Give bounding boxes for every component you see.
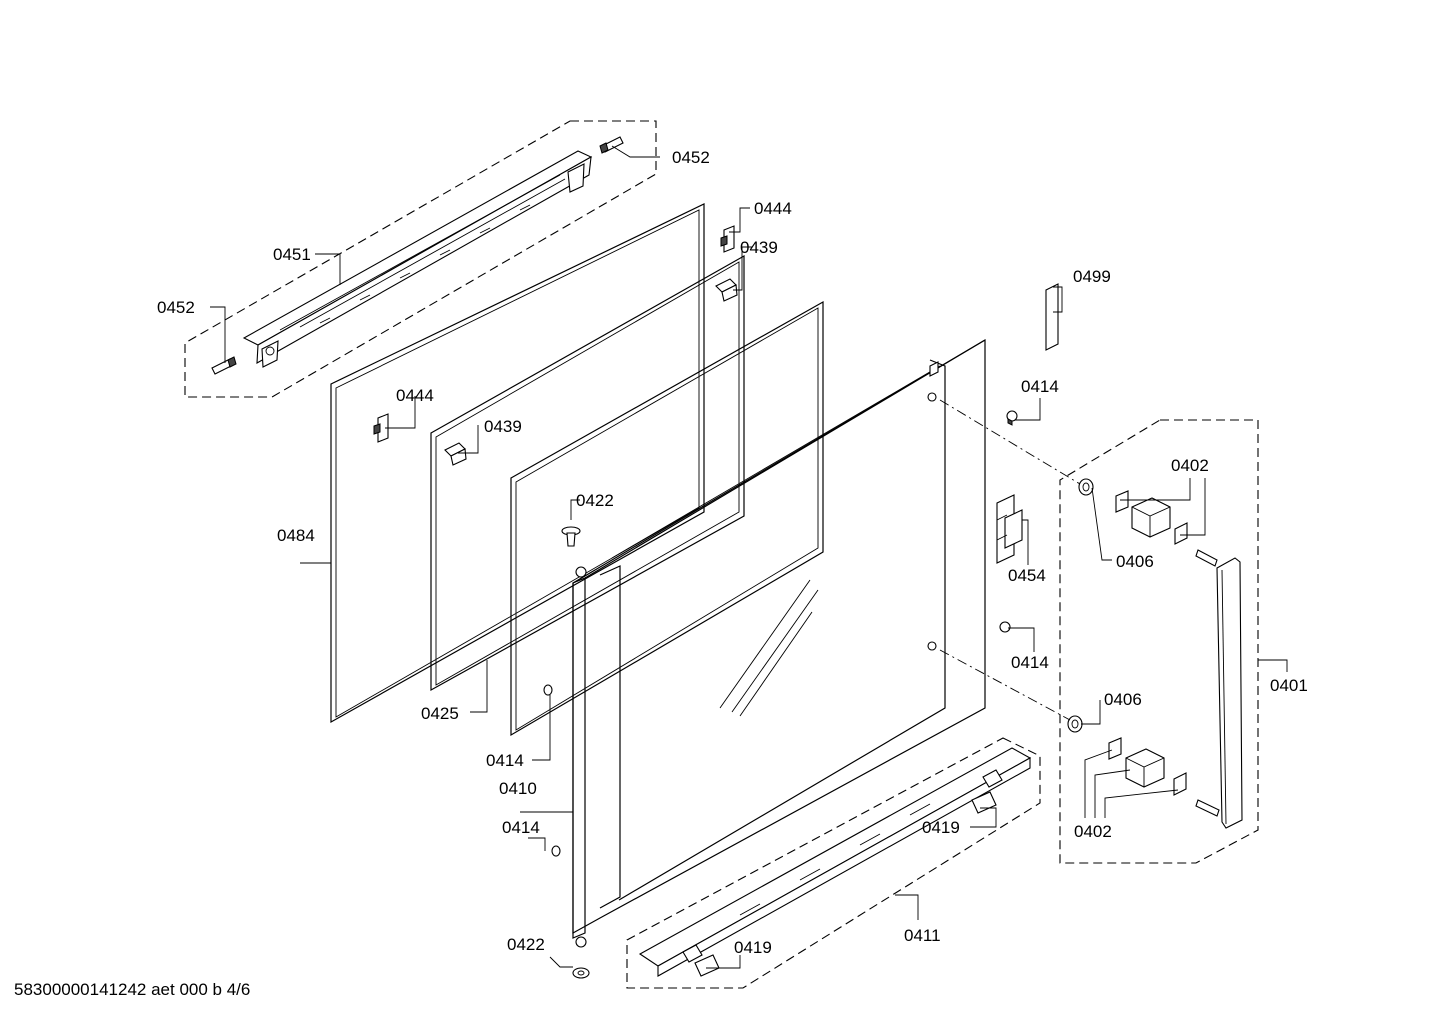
rating-label-part bbox=[1045, 283, 1059, 351]
bottom-trim-part bbox=[638, 747, 1032, 977]
callout-0444-left: 0444 bbox=[396, 386, 434, 405]
leader-lines bbox=[210, 145, 1288, 969]
alignment-line-bottom bbox=[939, 649, 1071, 721]
screw-mid-part bbox=[561, 526, 581, 547]
callout-0406-top: 0406 bbox=[1116, 552, 1154, 571]
callout-0402-top: 0402 bbox=[1171, 456, 1209, 475]
inner-glass-pane bbox=[510, 300, 824, 737]
callout-0451: 0451 bbox=[273, 245, 311, 264]
callout-0414-low: 0414 bbox=[502, 818, 540, 837]
group-outline-top-trim bbox=[184, 120, 657, 398]
callout-0419-right: 0419 bbox=[922, 818, 960, 837]
callout-labels: 0452 0451 0452 0444 0439 0499 0444 0439 … bbox=[157, 148, 1308, 957]
bushing-0414-top bbox=[1006, 410, 1018, 426]
callout-0439-top: 0439 bbox=[740, 238, 778, 257]
pin-left-part bbox=[211, 356, 237, 375]
spacer-0406-bottom bbox=[1067, 715, 1083, 733]
callout-0484: 0484 bbox=[277, 526, 315, 545]
callout-0425: 0425 bbox=[421, 704, 459, 723]
hinge-block-part bbox=[996, 494, 1023, 564]
callout-0452-top: 0452 bbox=[672, 148, 710, 167]
callout-0452-left: 0452 bbox=[157, 298, 195, 317]
drawing-code-footer: 58300000141242 aet 000 b 4/6 bbox=[14, 980, 251, 999]
mount-0402-top bbox=[1115, 490, 1188, 545]
callout-0422-mid: 0422 bbox=[576, 491, 614, 510]
spacer-0406-top bbox=[1078, 478, 1094, 496]
callout-0419-bottom: 0419 bbox=[734, 938, 772, 957]
group-outline-handle bbox=[1059, 419, 1259, 864]
callout-0454: 0454 bbox=[1008, 566, 1046, 585]
callout-0414-right: 0414 bbox=[1011, 653, 1049, 672]
callout-0439-left: 0439 bbox=[484, 417, 522, 436]
alignment-line-top bbox=[939, 399, 1081, 485]
callout-0402-bottom: 0402 bbox=[1074, 822, 1112, 841]
callout-0414-mid: 0414 bbox=[486, 751, 524, 770]
bracket-0419-bottom bbox=[694, 954, 720, 977]
callout-0406-bottom: 0406 bbox=[1104, 690, 1142, 709]
mount-0402-bottom bbox=[1108, 737, 1187, 796]
callout-0410: 0410 bbox=[499, 779, 537, 798]
door-frame-part bbox=[572, 338, 986, 948]
bushing-0414-right bbox=[999, 621, 1011, 633]
group-outline-bottom-trim bbox=[626, 737, 1041, 989]
door-top-trim-part bbox=[242, 150, 593, 368]
callout-0444-top: 0444 bbox=[754, 199, 792, 218]
clip-top-part bbox=[720, 225, 735, 253]
pin-top-right-part bbox=[599, 136, 624, 154]
callout-0414-top: 0414 bbox=[1021, 377, 1059, 396]
callout-0499: 0499 bbox=[1073, 267, 1111, 286]
clip-left-part bbox=[373, 413, 389, 443]
callout-0411: 0411 bbox=[904, 926, 941, 945]
bushing-0414-mid bbox=[543, 684, 553, 696]
washer-0422-bottom bbox=[572, 967, 590, 979]
bushing-0414-low bbox=[551, 845, 561, 857]
handle-bar-part bbox=[1195, 549, 1243, 829]
callout-0422-bottom: 0422 bbox=[507, 935, 545, 954]
callout-0401: 0401 bbox=[1270, 676, 1308, 695]
bracket-0419-right bbox=[971, 791, 997, 814]
holder-top-part bbox=[715, 278, 738, 302]
middle-glass-pane bbox=[430, 254, 745, 692]
holder-left-part bbox=[444, 442, 467, 466]
